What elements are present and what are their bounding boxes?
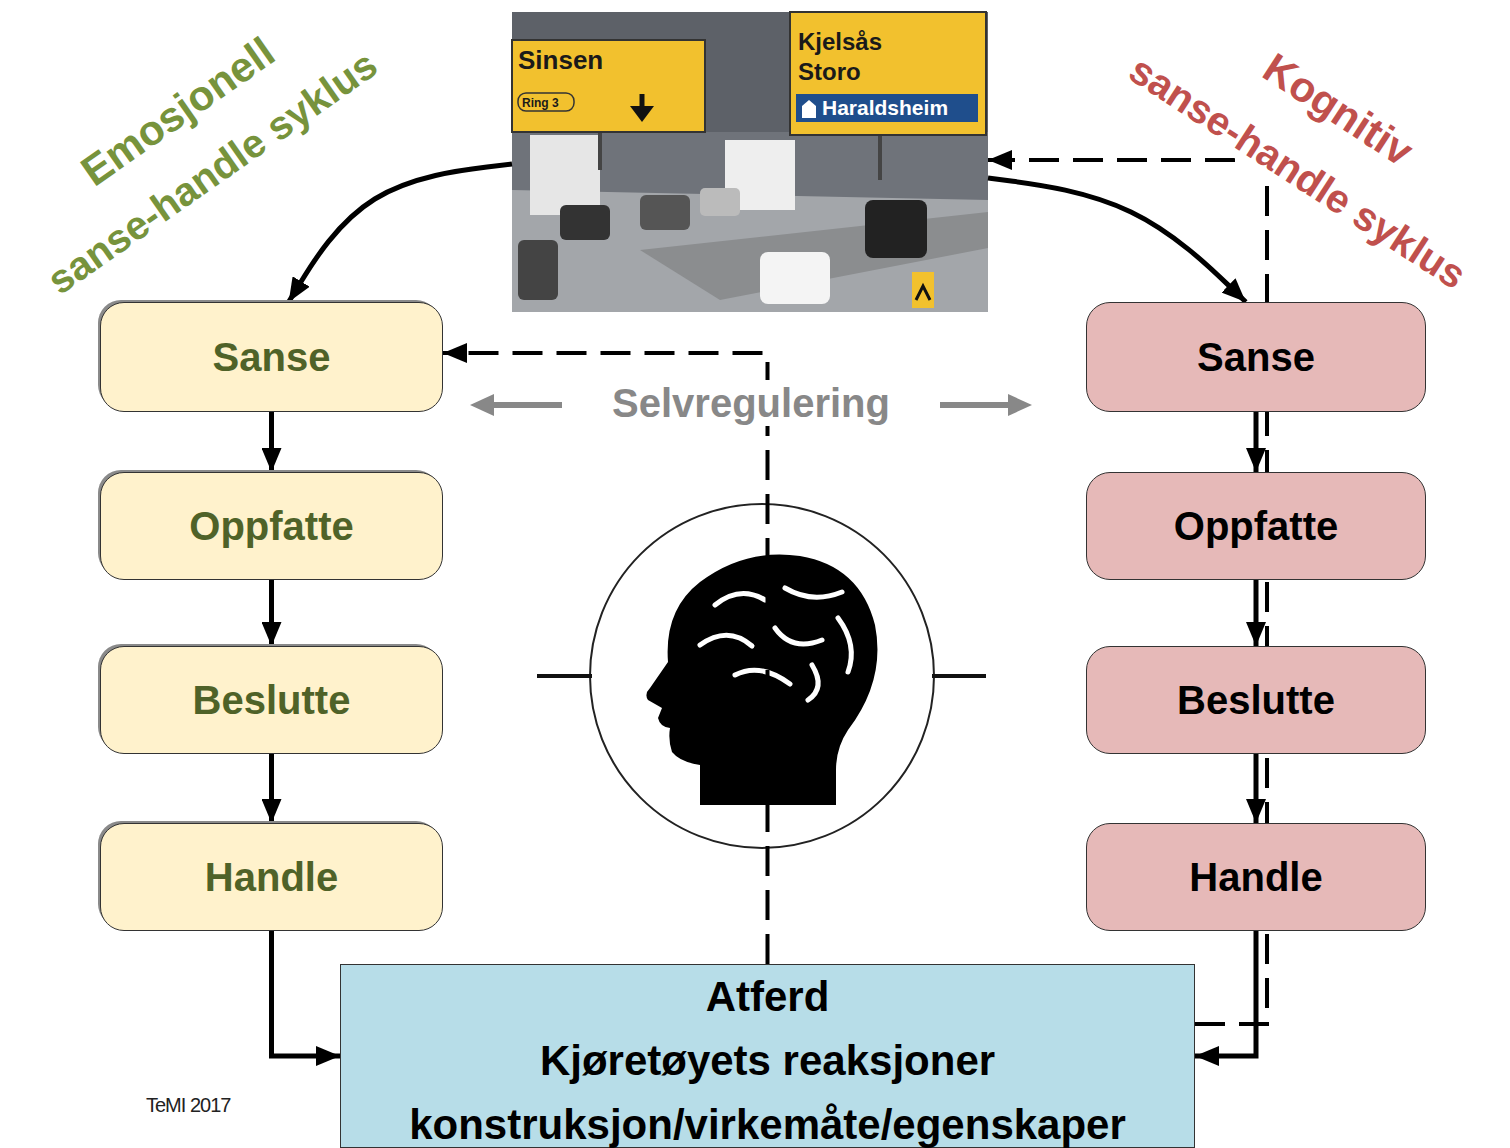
brain-target [537, 504, 986, 848]
brain-fold [735, 670, 790, 684]
photo-car [518, 240, 558, 300]
flow-connector [1254, 580, 1259, 646]
brain-folds [700, 588, 851, 700]
sign-text: Sinsen [518, 44, 603, 77]
brain-fold [808, 665, 818, 700]
flow-connector [269, 754, 274, 823]
flow-connector [269, 580, 274, 646]
road-photo [512, 12, 988, 312]
flow-connector [1254, 754, 1259, 823]
feedback-connector [443, 353, 768, 964]
watermark: TeMI 2017 [140, 1094, 236, 1117]
sign-text: Ring 3 [522, 94, 559, 113]
sign-text: Kjelsås [798, 26, 882, 57]
box-text: Beslutte [193, 678, 351, 723]
photo-car [640, 195, 690, 230]
flow-connector [289, 164, 512, 302]
target-tick [932, 674, 986, 678]
box-text: Oppfatte [189, 504, 353, 549]
center-label: Selvregulering [606, 380, 896, 426]
brain-fold [785, 588, 842, 597]
behaviour-box: AtferdKjøretøyets reaksjonerkonstruksjon… [340, 964, 1195, 1148]
brain-fold [775, 628, 822, 644]
process-box: Handle [100, 823, 443, 931]
target-circle [590, 504, 934, 848]
sign-arrow-head [630, 106, 654, 122]
box-text: Oppfatte [1174, 504, 1338, 549]
road-photo-node: SinsenRing 3 KjelsåsStoroHaraldsheim [512, 12, 988, 312]
process-box: Oppfatte [1086, 472, 1426, 580]
process-box: Sanse [1086, 302, 1426, 412]
process-box: Handle [1086, 823, 1426, 931]
box-text: Atferd [706, 965, 830, 1029]
photo-car [760, 252, 830, 304]
box-text: Sanse [213, 335, 331, 380]
brain-fold [838, 618, 851, 672]
photo-car [560, 205, 610, 240]
process-box: Beslutte [100, 646, 443, 754]
process-box: Sanse [100, 302, 443, 412]
brain-fold [715, 594, 765, 605]
grey-arrow-line [940, 402, 1012, 408]
flow-connector [269, 412, 274, 472]
grey-arrow-head [1008, 394, 1032, 416]
box-text: konstruksjon/virkemåte/egenskaper [409, 1093, 1126, 1148]
grey-arrow-line [490, 402, 562, 408]
sign-text: Storo [798, 56, 861, 87]
process-box: Oppfatte [100, 472, 443, 580]
brain-fold [700, 635, 752, 646]
box-text: Handle [205, 855, 338, 900]
flow-connector [1195, 931, 1256, 1056]
house-icon [802, 100, 816, 118]
flow-connector [272, 931, 341, 1056]
target-tick [537, 674, 592, 678]
photo-chevron [916, 286, 930, 300]
box-text: Sanse [1197, 335, 1315, 380]
box-text: Kjøretøyets reaksjoner [540, 1029, 995, 1093]
flow-connector [1254, 412, 1259, 472]
photo-car [700, 188, 740, 216]
photo-ground [512, 12, 988, 312]
box-text: Beslutte [1177, 678, 1335, 723]
sign-panel [512, 40, 705, 132]
sign-text: Haraldsheim [822, 94, 948, 122]
photo-car [865, 200, 927, 258]
sign-panel [790, 12, 986, 135]
sign-band [796, 94, 978, 122]
photo-truck [530, 135, 600, 215]
photo-pole [878, 135, 882, 180]
photo-chevron-sign [912, 272, 934, 308]
box-text: Handle [1189, 855, 1322, 900]
flow-connector [988, 178, 1246, 302]
process-box: Beslutte [1086, 646, 1426, 754]
grey-arrow-head [470, 394, 494, 416]
head-silhouette [646, 554, 877, 805]
photo-pole [598, 132, 602, 170]
